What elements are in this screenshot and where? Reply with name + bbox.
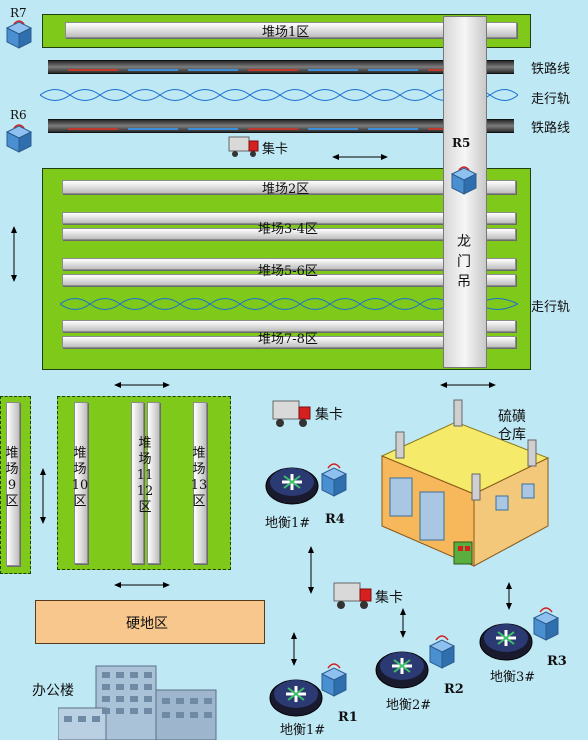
yard-11-12-char-5: 区 <box>138 500 152 515</box>
yard-7-8-bar-b <box>62 336 516 348</box>
reader-r1-icon <box>320 663 348 697</box>
office-building-icon <box>58 665 217 740</box>
move-arrow-v-5 <box>400 608 406 638</box>
reader-r4-label: R4 <box>325 512 345 527</box>
move-arrow-v-6 <box>506 582 512 610</box>
scale-3-icon <box>479 623 533 661</box>
yard-11-12-char-4: 12 <box>136 484 154 499</box>
yard-13-char-2: 场 <box>192 462 206 477</box>
yard-3-4-label: 堆场3-4区 <box>258 222 318 237</box>
reader-r6-label: R6 <box>10 108 27 122</box>
yard-3-4-bar-a <box>62 212 516 224</box>
move-arrow-v-2 <box>40 468 46 524</box>
move-arrow-v-1 <box>11 226 17 282</box>
yard-9-char-2: 场 <box>5 462 19 477</box>
yard-3-4-bar-b <box>62 228 516 240</box>
move-arrow-h-2 <box>114 382 170 388</box>
yard-11-bar <box>131 402 144 564</box>
scale-3-label: 地衡3# <box>490 670 536 685</box>
yard-11-12-char-2: 场 <box>138 452 152 467</box>
yard-10-char-2: 场 <box>73 462 87 477</box>
yard-11-12-char-3: 11 <box>136 468 154 483</box>
reader-r6-icon <box>5 124 33 153</box>
yard-5-6-bar-a <box>62 258 516 270</box>
yard-2-bar <box>62 180 516 194</box>
truck-middle-icon <box>272 400 311 427</box>
gantry-crane-label: 龙 门 吊 <box>454 232 474 292</box>
yard-10-label: 堆 场 10 区 <box>70 446 90 510</box>
yard-13-char-1: 堆 <box>192 446 206 461</box>
yard-11-12-char-1: 堆 <box>138 436 152 451</box>
gantry-crane <box>443 16 487 368</box>
sulfur-warehouse-icon <box>380 399 550 567</box>
reader-r7-label: R7 <box>10 6 27 20</box>
move-arrow-h-4 <box>114 582 170 588</box>
railway-line-top-label: 铁路线 <box>531 62 571 77</box>
yard-9-label: 堆 场 9 区 <box>2 446 22 510</box>
scale-2-label: 地衡2# <box>386 698 432 713</box>
reader-r2-label: R2 <box>444 682 464 697</box>
move-arrow-v-3 <box>308 546 314 594</box>
yard-1-bar <box>65 22 517 38</box>
yard-2-label: 堆场2区 <box>262 182 310 197</box>
yard-9-char-3: 9 <box>7 478 17 493</box>
yard-13-char-3: 13 <box>190 478 208 493</box>
truck-middle-label: 集卡 <box>315 407 343 423</box>
yard-13-char-4: 区 <box>192 494 206 509</box>
reader-r4-icon <box>320 463 348 497</box>
truck-top-icon <box>228 136 259 157</box>
yard-7-8-label: 堆场7-8区 <box>258 332 318 347</box>
yard-12-bar <box>147 402 160 564</box>
yard-9-char-1: 堆 <box>5 446 19 461</box>
yard-10-char-4: 区 <box>73 494 87 509</box>
reader-r3-icon <box>532 607 560 641</box>
reader-r5-icon <box>450 166 478 195</box>
office-label: 办公楼 <box>32 683 74 699</box>
yard-13-bar <box>193 402 207 564</box>
scale-1-label: 地衡1# <box>280 723 326 738</box>
yard-5-6-bar-b <box>62 274 516 286</box>
hard-area-label: 硬地区 <box>126 616 168 632</box>
yard-10-bar <box>74 402 88 564</box>
move-arrow-h-3 <box>440 382 496 388</box>
yard-10-char-3: 10 <box>71 478 89 493</box>
yard-9-char-4: 区 <box>5 494 19 509</box>
truck-bottom-label: 集卡 <box>375 590 403 606</box>
scale-2-icon <box>375 651 429 689</box>
railway-line-bottom <box>48 119 514 133</box>
warehouse-label-line2: 仓库 <box>498 427 526 443</box>
yard-5-6-label: 堆场5-6区 <box>258 264 318 279</box>
run-track-top-label: 走行轨 <box>531 92 571 107</box>
move-arrow-h-1 <box>332 154 388 160</box>
railway-line-bottom-label: 铁路线 <box>531 121 571 136</box>
gantry-crane-char-3: 吊 <box>457 274 471 290</box>
gantry-crane-char-2: 门 <box>457 254 471 270</box>
yard-10-char-1: 堆 <box>73 446 87 461</box>
railway-line-top <box>48 60 514 74</box>
warehouse-label-line1: 硫磺 <box>498 409 526 425</box>
yard-9-bar <box>6 402 20 566</box>
run-track-mid <box>60 298 518 310</box>
reader-r1-label: R1 <box>338 710 358 725</box>
scale-1-top-icon <box>265 467 319 505</box>
reader-r3-label: R3 <box>547 654 567 669</box>
yard-1-label: 堆场1区 <box>262 25 310 40</box>
yard-13-label: 堆 场 13 区 <box>189 446 209 510</box>
reader-r2-icon <box>428 635 456 669</box>
scale-1-top-label: 地衡1# <box>265 516 311 531</box>
gantry-crane-char-1: 龙 <box>457 234 471 250</box>
scale-1-icon <box>269 679 323 717</box>
move-arrow-v-4 <box>291 632 297 666</box>
reader-r5-label: R5 <box>452 136 471 150</box>
yard-7-8-bar-a <box>62 320 516 332</box>
run-track-mid-label: 走行轨 <box>531 300 571 315</box>
run-track-top <box>40 89 518 101</box>
railway-stripes-bottom <box>68 128 478 130</box>
reader-r7-icon <box>5 20 33 49</box>
truck-bottom-icon <box>333 582 372 609</box>
yard-11-12-label: 堆 场 11 12 区 <box>135 436 155 516</box>
truck-top-label: 集卡 <box>262 142 289 157</box>
hard-area <box>35 600 265 644</box>
